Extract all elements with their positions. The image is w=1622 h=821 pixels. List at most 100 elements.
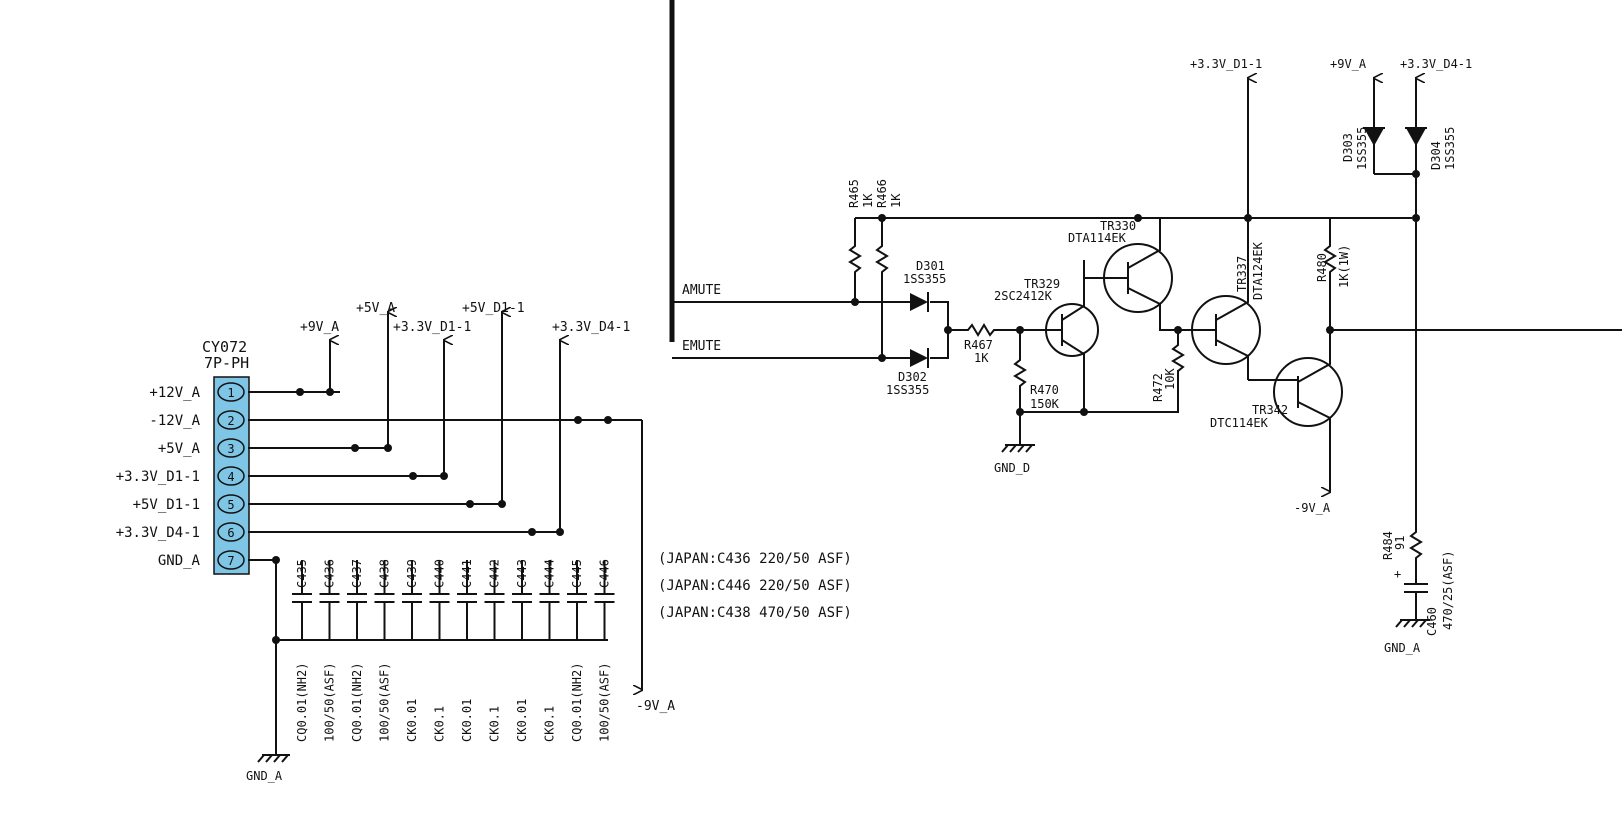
capacitor-bank: C435CQ0.01(NH2)C436100/50(ASF)C437CQ0.01… bbox=[292, 559, 615, 742]
tr330-value: DTA114EK bbox=[1068, 231, 1127, 245]
gnd-label-d: GND_D bbox=[994, 461, 1030, 475]
rail-label-m9v-a-right: -9V_A bbox=[1294, 501, 1331, 515]
r465-ref: R465 bbox=[847, 179, 861, 208]
rail-label-9v-a: +9V_A bbox=[300, 320, 339, 335]
junction-dot bbox=[351, 444, 359, 452]
pin-oval bbox=[217, 550, 245, 570]
pin-net-label: +3.3V_D1-1 bbox=[116, 469, 200, 485]
junction-dot bbox=[878, 214, 886, 222]
rail-label-top-9v-a: +9V_A bbox=[1330, 57, 1367, 71]
pin-net-label: -12V_A bbox=[149, 413, 200, 429]
pin-oval bbox=[217, 494, 245, 514]
junction-dot bbox=[296, 388, 304, 396]
r467-ref: R467 bbox=[964, 338, 993, 352]
junction-dot bbox=[851, 298, 859, 306]
junction-dot bbox=[604, 416, 612, 424]
capacitor-ref: C438 bbox=[378, 559, 392, 588]
tr329-value: 2SC2412K bbox=[994, 289, 1053, 303]
tr330-ref: TR330 bbox=[1100, 219, 1136, 233]
tr342-value: DTC114EK bbox=[1210, 416, 1269, 430]
capacitor-value: CK0.01 bbox=[405, 699, 419, 742]
connector-ref: CY072 bbox=[202, 338, 247, 356]
pin-net-label: +3.3V_D4-1 bbox=[116, 525, 200, 541]
rail-label-m9v-a: -9V_A bbox=[636, 699, 675, 714]
rail-label-top-33-d4: +3.3V_D4-1 bbox=[1400, 57, 1472, 71]
pin-oval bbox=[217, 438, 245, 458]
d303-ref: D303 bbox=[1341, 133, 1355, 162]
pin-number: 6 bbox=[227, 526, 234, 540]
junction-dot bbox=[326, 388, 334, 396]
junction-dot bbox=[409, 472, 417, 480]
capacitor-ref: C443 bbox=[515, 559, 529, 588]
r480-value: 1K(1W) bbox=[1337, 245, 1351, 288]
gnd-bus bbox=[275, 560, 608, 755]
rail-label-33v-d4: +3.3V_D4-1 bbox=[552, 320, 630, 335]
signal-amute: AMUTE bbox=[682, 283, 721, 298]
rail-label-5v-d1: +5V_D1-1 bbox=[462, 301, 525, 316]
capacitor-ref: C435 bbox=[295, 559, 309, 588]
pin-number: 7 bbox=[227, 554, 234, 568]
junction-dot bbox=[528, 528, 536, 536]
capacitor-value: 100/50(ASF) bbox=[378, 663, 392, 742]
junction-dot bbox=[1016, 408, 1024, 416]
capacitor-value: CQ0.01(NH2) bbox=[350, 663, 364, 742]
pin-number: 2 bbox=[227, 414, 234, 428]
r472-value: 10K bbox=[1163, 368, 1177, 390]
connector-pin-7: GND_A 7 bbox=[158, 550, 245, 570]
capacitor-value: CK0.01 bbox=[460, 699, 474, 742]
junction-dot bbox=[878, 354, 886, 362]
capacitor-ref: C446 bbox=[598, 559, 612, 588]
junction-dot bbox=[1134, 214, 1142, 222]
junction-dots bbox=[272, 170, 1420, 644]
rail-label-top-33-d1: +3.3V_D1-1 bbox=[1190, 57, 1262, 71]
capacitor-ref: C444 bbox=[543, 559, 557, 588]
junction-dot bbox=[1412, 170, 1420, 178]
c460-value: 470/25(ASF) bbox=[1441, 551, 1455, 630]
capacitor-ref: C441 bbox=[460, 559, 474, 588]
signal-emute: EMUTE bbox=[682, 339, 721, 354]
tr342-ref: TR342 bbox=[1252, 403, 1288, 417]
capacitor-ref: C437 bbox=[350, 559, 364, 588]
capacitor-ref: C439 bbox=[405, 559, 419, 588]
note-1: (JAPAN:C436 220/50 ASF) bbox=[658, 551, 852, 567]
pin-net-label: GND_A bbox=[158, 553, 201, 569]
junction-dot bbox=[1174, 326, 1182, 334]
capacitor-value: CK0.1 bbox=[488, 706, 502, 742]
junction-dot bbox=[272, 636, 280, 644]
r472-ref: R472 bbox=[1151, 373, 1165, 402]
junction-dot bbox=[1080, 408, 1088, 416]
capacitor-ref: C445 bbox=[570, 559, 584, 588]
pin-number: 1 bbox=[227, 386, 234, 400]
capacitor-ref: C436 bbox=[323, 559, 337, 588]
junction-dot bbox=[574, 416, 582, 424]
junction-dot bbox=[440, 472, 448, 480]
r467-value: 1K bbox=[974, 351, 989, 365]
r470-value: 150K bbox=[1030, 397, 1060, 411]
d302-ref: D302 bbox=[898, 370, 927, 384]
tr337-value: DTA124EK bbox=[1251, 241, 1265, 300]
right-supply: +9V_A +3.3V_D4-1 D303 1SS355 D304 1SS355… bbox=[1330, 57, 1472, 655]
d304-value: 1SS355 bbox=[1443, 127, 1457, 170]
d304-ref: D304 bbox=[1429, 141, 1443, 170]
pin-oval bbox=[217, 522, 245, 542]
capacitor-value: CK0.1 bbox=[433, 706, 447, 742]
tr337-ref: TR337 bbox=[1235, 256, 1249, 292]
junction-dot bbox=[1016, 326, 1024, 334]
c460-plus-sign: + bbox=[1394, 567, 1401, 581]
junction-dot bbox=[466, 500, 474, 508]
connector-type: 7P-PH bbox=[204, 354, 249, 372]
junction-dot bbox=[384, 444, 392, 452]
r484-ref: R484 bbox=[1381, 531, 1395, 560]
d303-value: 1SS355 bbox=[1355, 127, 1369, 170]
pin-number: 3 bbox=[227, 442, 234, 456]
